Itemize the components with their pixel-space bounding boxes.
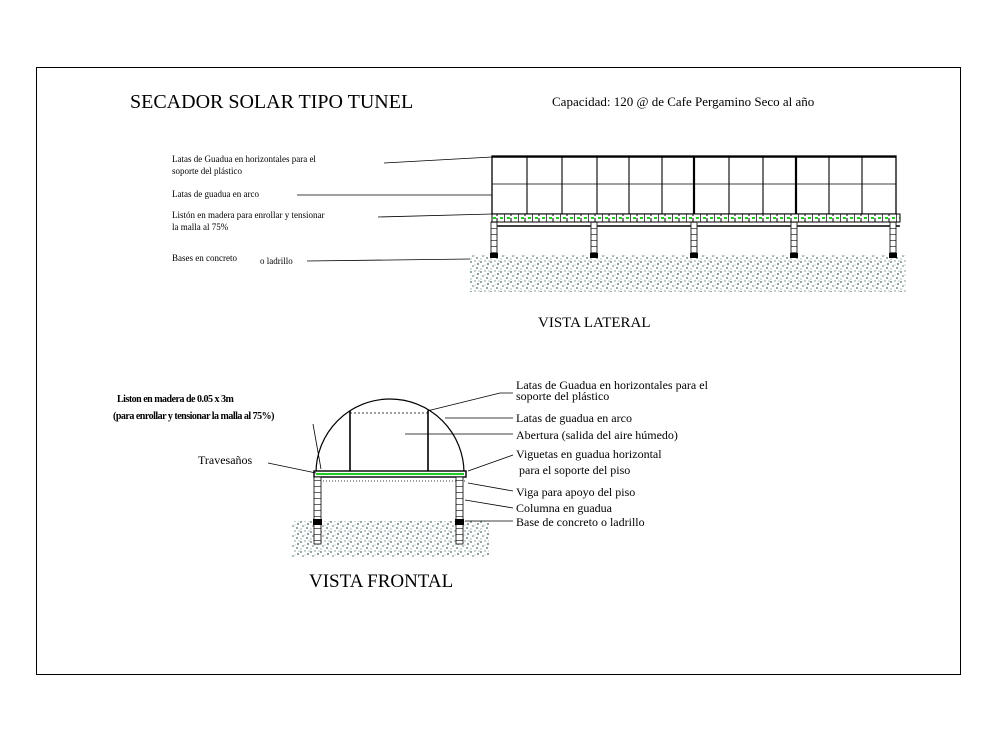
lateral-label-liston-1: Listón en madera para enrollar y tension… (172, 210, 325, 220)
frontal-label-base: Base de concreto o ladrillo (516, 515, 645, 529)
lateral-floor-truss (491, 213, 901, 223)
frontal-label-horizontales-2: soporte del plástico (516, 389, 610, 403)
frontal-label-viga: Viga para apoyo del piso (516, 485, 636, 499)
lateral-view (297, 155, 906, 292)
frontal-label-horizontales-1: Latas de Guadua en horizontales para el (516, 378, 708, 392)
frontal-label-columna: Columna en guadua (516, 501, 612, 515)
frontal-view-title: VISTA FRONTAL (309, 571, 454, 592)
frontal-label-travesanos: Travesaños (198, 453, 253, 467)
frontal-columns (313, 476, 464, 545)
frontal-frame (349, 411, 429, 473)
lateral-label-horizontales-1: Latas de Guadua en horizontales para el (172, 154, 316, 164)
page-title: SECADOR SOLAR TIPO TUNEL (130, 91, 414, 113)
frontal-leader-lines (267, 392, 514, 522)
frontal-bases (313, 519, 464, 525)
lateral-label-horizontales-2: soporte del plástico (172, 166, 242, 176)
frontal-mesh (316, 473, 464, 475)
lateral-ground (470, 255, 906, 292)
frontal-view (267, 392, 514, 557)
lateral-label-bases-b: o ladrillo (260, 256, 293, 266)
lateral-grid (491, 155, 897, 215)
lateral-label-liston-2: la malla al 75% (172, 222, 229, 232)
frontal-label-arco: Latas de guadua en arco (516, 411, 632, 425)
frontal-arch (315, 398, 465, 474)
frontal-left-note-1: Liston en madera de 0.05 x 3m (117, 394, 234, 405)
lateral-label-bases-a: Bases en concreto (172, 253, 237, 263)
drawing-frame (36, 67, 961, 675)
lateral-leader-lines (297, 156, 493, 262)
lateral-label-arco: Latas de guadua en arco (172, 189, 259, 199)
lateral-columns (490, 221, 897, 257)
frontal-label-abertura: Abertura (salida del aire húmedo) (516, 428, 678, 442)
lateral-bases (490, 253, 897, 258)
capacity-note: Capacidad: 120 @ de Cafe Pergamino Seco … (552, 94, 815, 109)
frontal-label-viguetas-1: Viguetas en guadua horizontal (516, 447, 662, 461)
lateral-view-title: VISTA LATERAL (538, 315, 651, 331)
frontal-label-viguetas-2: para el soporte del piso (519, 463, 631, 477)
frontal-left-note-2: (para enrollar y tensionar la malla al 7… (113, 411, 275, 422)
